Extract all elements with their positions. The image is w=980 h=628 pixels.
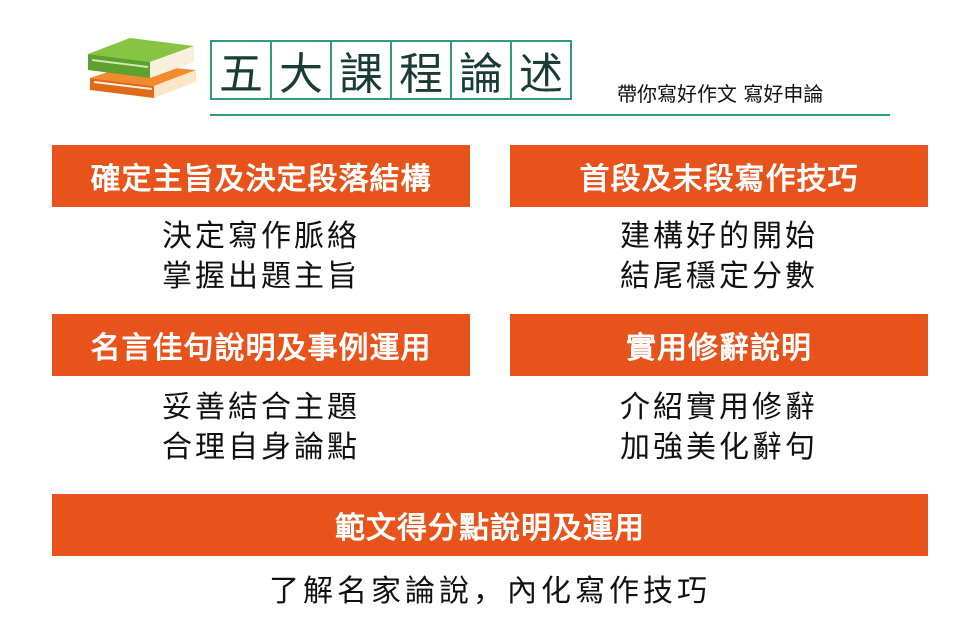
section-body-2: 建構好的開始 結尾穩定分數	[510, 217, 928, 297]
section-heading-4: 實用修辭說明	[510, 314, 928, 376]
section-line: 決定寫作脈絡	[162, 219, 360, 254]
section-heading-5: 範文得分點說明及運用	[52, 494, 928, 556]
section-line: 介紹實用修辭	[620, 390, 818, 425]
subtitle: 帶你寫好作文 寫好申論	[617, 82, 824, 106]
title-char: 論	[450, 40, 512, 100]
title-char: 程	[390, 40, 452, 100]
section-body-4: 介紹實用修辭 加強美化辭句	[510, 388, 928, 468]
section-body-1: 決定寫作脈絡 掌握出題主旨	[52, 217, 470, 297]
section-heading-1: 確定主旨及決定段落結構	[52, 145, 470, 207]
section-line: 妥善結合主題	[162, 390, 360, 425]
section-line: 加強美化辭句	[620, 430, 818, 465]
section-heading-3: 名言佳句說明及事例運用	[52, 314, 470, 376]
title-char: 課	[330, 40, 392, 100]
section-line: 掌握出題主旨	[162, 259, 360, 294]
section-line: 建構好的開始	[620, 219, 818, 254]
title-char: 述	[510, 40, 572, 100]
title-char: 五	[210, 40, 272, 100]
title-char: 大	[270, 40, 332, 100]
section-body-3: 妥善結合主題 合理自身論點	[52, 388, 470, 468]
divider	[210, 114, 890, 116]
section-line: 結尾穩定分數	[620, 259, 818, 294]
page-title: 五 大 課 程 論 述	[210, 40, 572, 100]
section-line: 了解名家論說，內化寫作技巧	[269, 574, 711, 609]
books-icon	[88, 38, 196, 98]
section-line: 合理自身論點	[162, 430, 360, 465]
section-heading-2: 首段及末段寫作技巧	[510, 145, 928, 207]
